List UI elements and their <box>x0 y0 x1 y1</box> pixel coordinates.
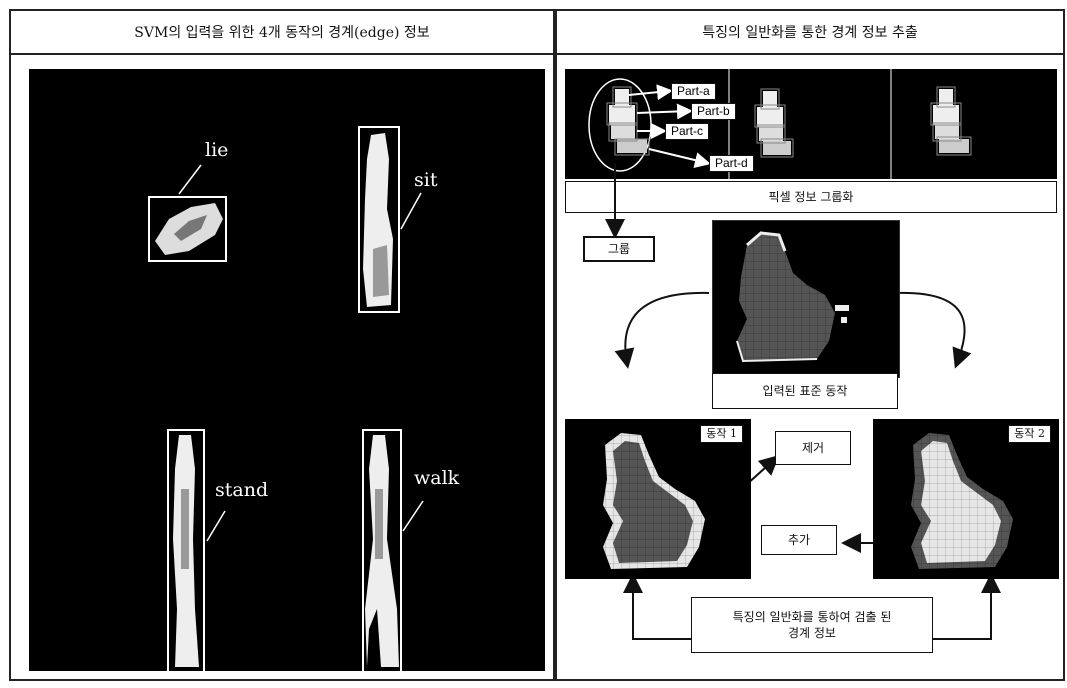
sit-label: sit <box>414 169 438 191</box>
part-b-label: Part-b <box>691 103 736 120</box>
sit-box <box>358 126 400 313</box>
left-panel-title: SVM의 입력을 위한 4개 동작의 경계(edge) 정보 <box>11 11 553 55</box>
part-c-label: Part-c <box>665 123 710 140</box>
result-box: 특징의 일반화를 통하여 검출 된 경계 정보 <box>691 597 933 653</box>
silhouette-canvas: lie sit stand walk <box>29 69 545 671</box>
walk-box <box>362 429 402 671</box>
remove-label: 제거 <box>775 431 851 465</box>
parts-svg <box>588 69 972 179</box>
result-line-2: 경계 정보 <box>788 626 836 640</box>
action-2-tag: 동작 2 <box>1008 425 1051 443</box>
action-1-tag: 동작 1 <box>700 425 743 443</box>
part-d-label: Part-d <box>709 155 754 172</box>
stand-box <box>167 429 205 671</box>
stand-label: stand <box>215 479 269 501</box>
pixel-grouping-box: 픽셀 정보 그룹화 <box>565 181 1057 213</box>
result-line-1: 특징의 일반화를 통하여 검출 된 <box>732 609 892 624</box>
right-panel: 특징의 일반화를 통한 경계 정보 추출 <box>555 9 1065 681</box>
lie-label: lie <box>205 139 229 161</box>
left-panel: SVM의 입력을 위한 4개 동작의 경계(edge) 정보 lie sit <box>9 9 555 681</box>
action-1-image: 동작 1 <box>565 419 751 579</box>
action-1-svg <box>603 433 705 569</box>
action-2-image: 동작 2 <box>873 419 1059 579</box>
standard-action-label: 입력된 표준 동작 <box>712 373 898 409</box>
standard-grid-svg <box>736 231 849 363</box>
action-2-svg <box>911 433 1013 569</box>
parts-strip: Part-a Part-b Part-c Part-d <box>565 69 1057 179</box>
standard-action-image <box>712 220 900 378</box>
part-a-label: Part-a <box>671 83 716 100</box>
silhouettes-svg <box>148 126 424 671</box>
group-label-box: 그룹 <box>583 236 655 262</box>
walk-label: walk <box>414 467 460 489</box>
add-label: 추가 <box>761 525 837 555</box>
lie-box <box>148 196 227 262</box>
right-panel-title: 특징의 일반화를 통한 경계 정보 추출 <box>557 11 1063 55</box>
